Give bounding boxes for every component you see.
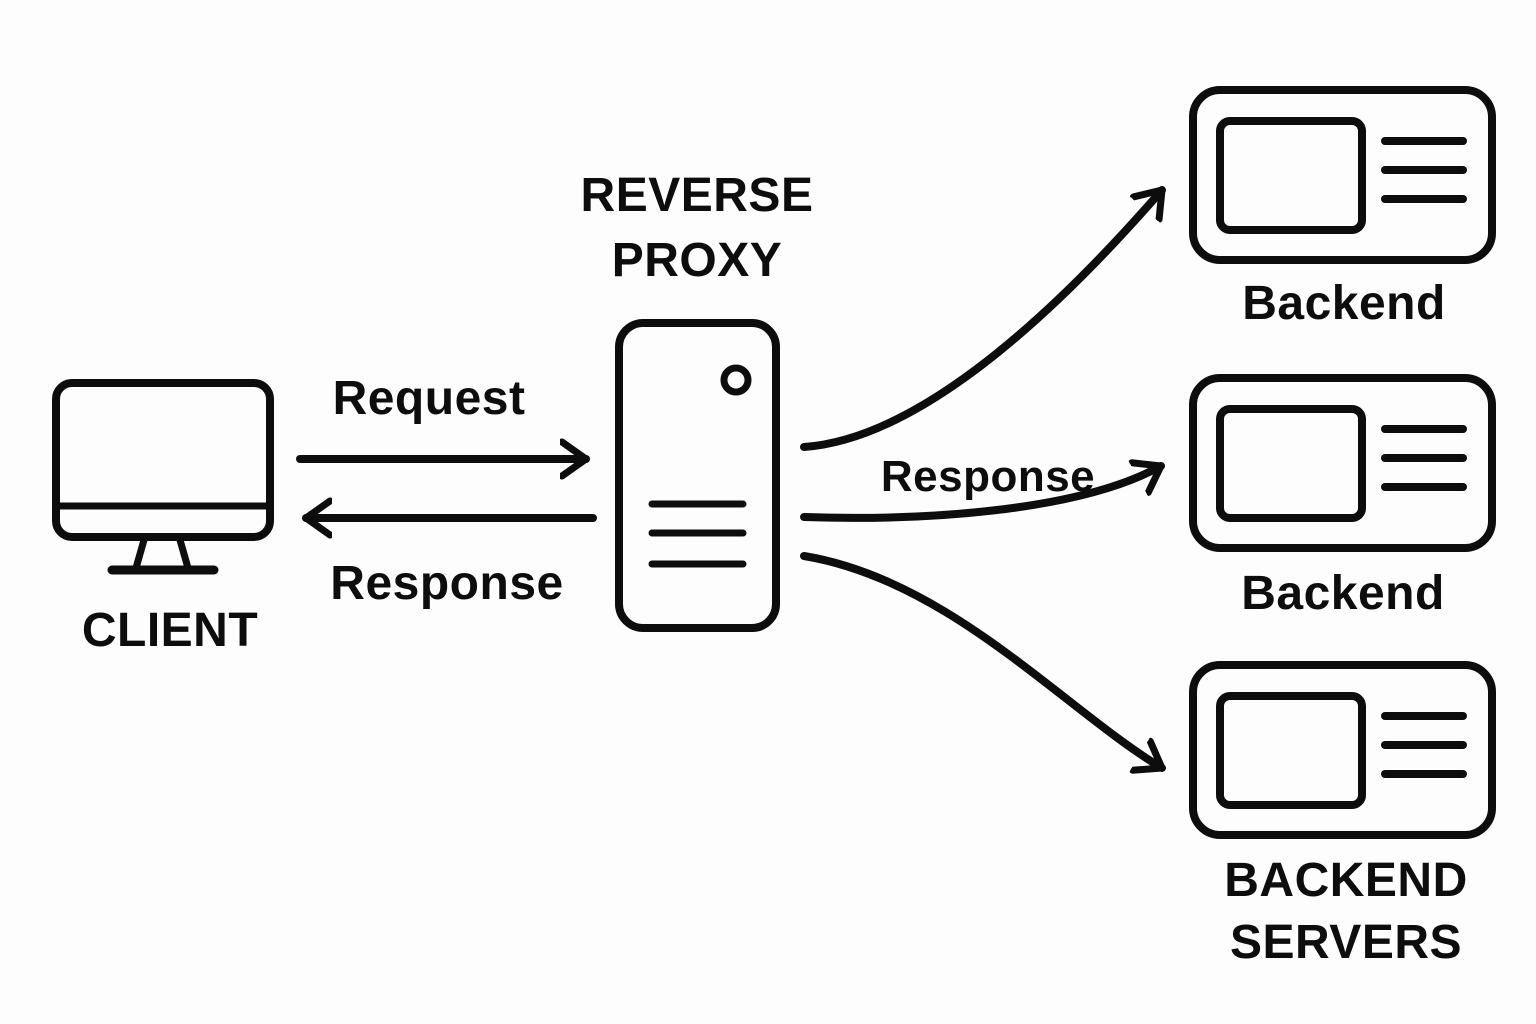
server-tower-icon <box>615 319 780 632</box>
reverse-proxy-label: REVERSE PROXY <box>580 169 814 287</box>
backend-servers-label: BACKEND SERVERS <box>1224 854 1468 969</box>
desktop-monitor-icon <box>52 379 274 575</box>
proxy-to-backend-top-arrow <box>800 186 1166 451</box>
response-to-backend-edge-label: Response <box>880 452 1096 501</box>
request-edge-label: Request <box>332 372 526 425</box>
response-to-client-edge-label: Response <box>330 557 564 610</box>
proxy-to-backend-middle-arrow <box>800 466 1165 522</box>
server-card-icon-bottom <box>1193 665 1492 835</box>
client-label: CLIENT <box>81 604 259 657</box>
backend-top-label: Backend <box>1242 277 1446 330</box>
proxy-to-backend-bottom-arrow <box>800 552 1166 768</box>
server-card-icon-middle <box>1193 378 1492 548</box>
server-card-icon-top <box>1193 90 1492 260</box>
backend-middle-label: Backend <box>1241 567 1445 620</box>
